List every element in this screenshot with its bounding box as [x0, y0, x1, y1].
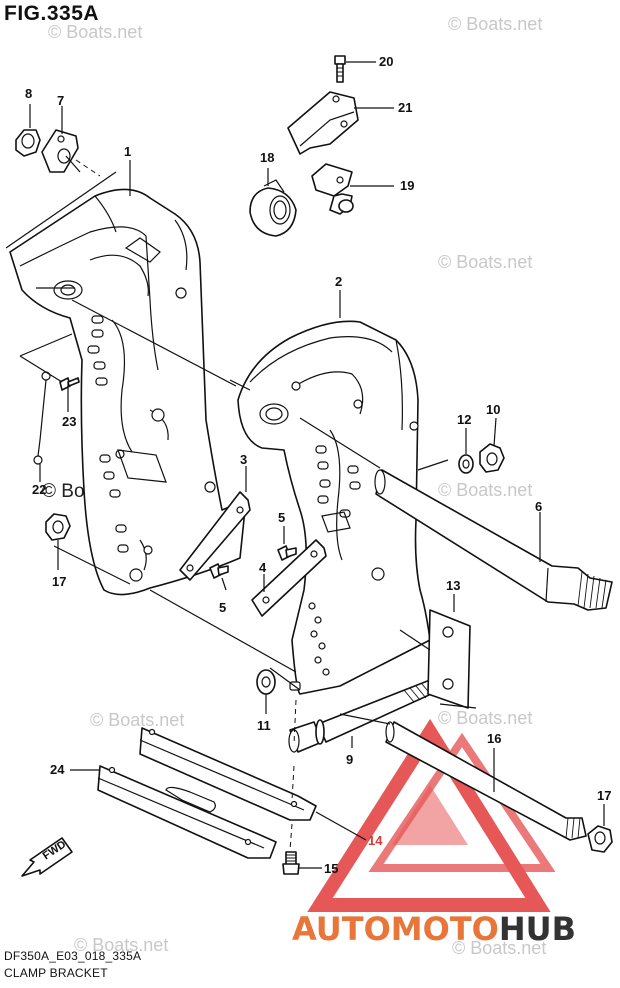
callout-22: 22: [32, 482, 47, 497]
nut-8: [15, 129, 41, 157]
screw-5-upper: [277, 545, 297, 561]
callout-24: 24: [50, 762, 65, 777]
callout-6: 6: [535, 499, 543, 514]
bolt-9: [288, 679, 441, 753]
callout-11: 11: [257, 718, 271, 733]
alignment-lines: [5, 159, 477, 851]
brand-part1: AUTOMOTO: [292, 910, 499, 948]
brand-wordmark: AUTOMOTOHUB: [292, 910, 576, 948]
nut-17-left: [45, 513, 71, 541]
screw-5-lower: [209, 563, 229, 579]
callout-13: 13: [446, 578, 461, 593]
screw-23: [59, 377, 80, 391]
grommet-18: [249, 179, 297, 237]
callout-7: 7: [57, 93, 65, 108]
watermark: © Boats.net: [438, 708, 533, 728]
figure-title: FIG.335A: [4, 2, 100, 25]
callout-5: 5: [219, 600, 227, 615]
bolt-15: [282, 851, 300, 875]
washer-11: [256, 669, 276, 695]
watermark: © Boats.net: [452, 938, 547, 958]
callout-23: 23: [62, 414, 77, 429]
bracket-19: [311, 163, 354, 215]
watermark: © Boats.net: [438, 480, 533, 500]
clamp-bracket-left: [9, 188, 247, 596]
shaft-6: [374, 469, 613, 611]
callout-2: 2: [335, 274, 343, 289]
callout-9: 9: [346, 752, 354, 767]
cover-21: [287, 91, 359, 155]
brand-part2: HUB: [498, 910, 577, 948]
lead-wire-22: [33, 371, 51, 465]
callout-18: 18: [260, 150, 275, 165]
fwd-arrow-icon: FWD: [21, 837, 73, 877]
callout-17: 17: [52, 574, 67, 589]
leader-lines: [29, 61, 605, 869]
caption-name: CLAMP BRACKET: [4, 966, 108, 980]
clamp-bracket-right: [237, 320, 431, 695]
callout-5: 5: [278, 510, 286, 525]
watermark: © Boats.net: [48, 22, 143, 42]
callout-10: 10: [486, 402, 501, 417]
bolt-20: [334, 55, 346, 83]
callout-21: 21: [398, 100, 413, 115]
callout-14: 14: [368, 833, 383, 848]
gasket-7: [41, 129, 81, 173]
caption-code: DF350A_E03_018_335A: [4, 949, 142, 963]
plate-13: [427, 609, 471, 709]
callout-4: 4: [259, 560, 267, 575]
plate-3: [179, 491, 251, 581]
plate-4: [251, 539, 327, 617]
nut-17-right: [587, 825, 613, 853]
watermark: © Boats.net: [90, 710, 185, 730]
anode-24: [97, 765, 277, 859]
anode-14: [139, 727, 317, 821]
callout-1: 1: [124, 144, 132, 159]
watermark: © Boats.net: [438, 252, 533, 272]
callout-3: 3: [240, 452, 248, 467]
watermark: © Boats.net: [74, 935, 169, 955]
watermark: © Boats.net: [448, 14, 543, 34]
callout-20: 20: [379, 54, 394, 69]
callout-16: 16: [487, 731, 502, 746]
washer-12: [458, 454, 474, 474]
callout-15: 15: [324, 861, 339, 876]
callout-17: 17: [597, 788, 612, 803]
callout-8: 8: [25, 86, 33, 101]
shaft-16: [385, 721, 587, 841]
nut-10: [479, 443, 505, 473]
callout-12: 12: [457, 412, 472, 427]
callout-19: 19: [400, 178, 415, 193]
